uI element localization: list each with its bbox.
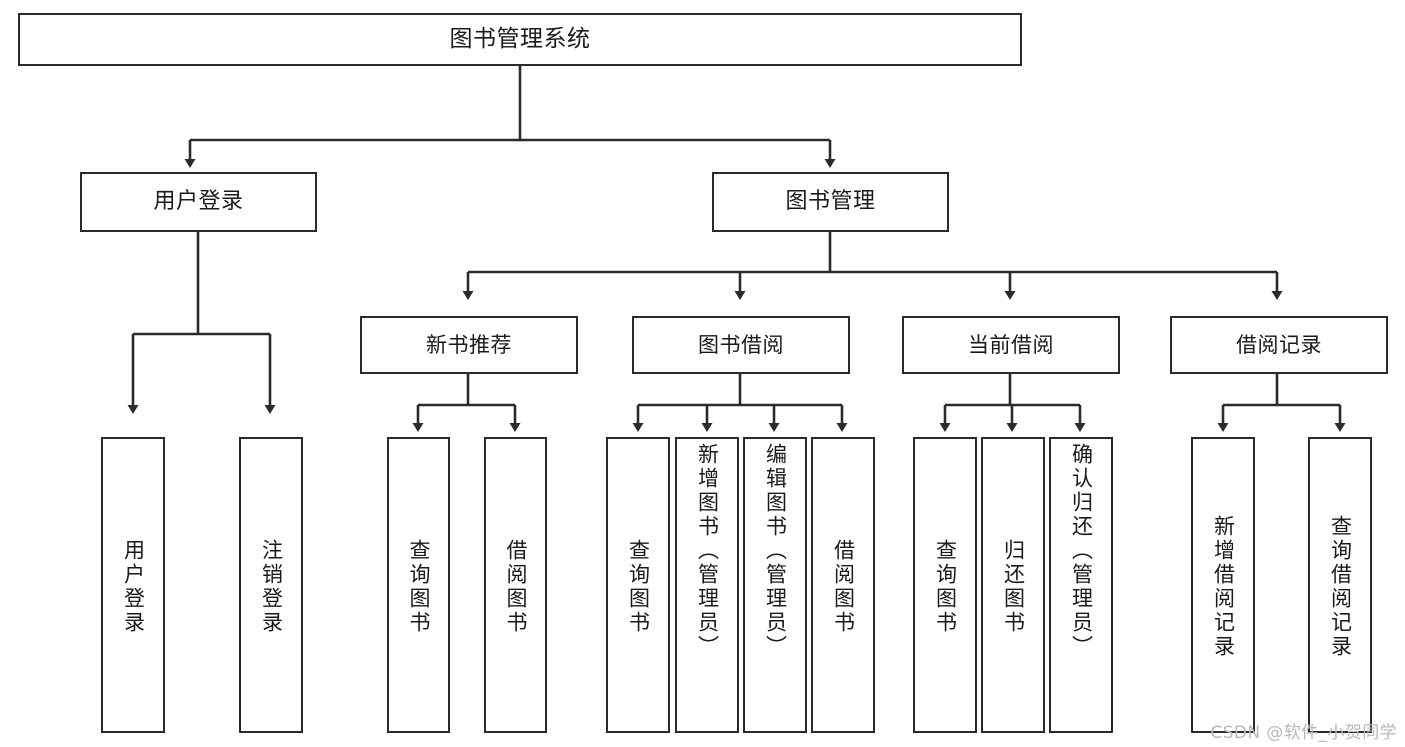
node-book-manage-label: 图书管理 — [785, 189, 876, 215]
leaf-borrow-book-2[interactable]: 借阅图书 — [811, 437, 875, 733]
leaf-borrow-book-1-label: 借阅图书 — [504, 539, 528, 635]
leaf-user-login[interactable]: 用户登录 — [101, 437, 165, 733]
node-user-login[interactable]: 用户登录 — [80, 172, 317, 232]
watermark: CSDN @软件_小贺同学 — [1210, 723, 1397, 743]
node-current-borrow-label: 当前借阅 — [968, 332, 1054, 357]
leaf-confirm-return-label: 确认归还（管理员） — [1069, 443, 1094, 659]
node-root-label: 图书管理系统 — [449, 25, 591, 52]
leaf-add-record[interactable]: 新增借阅记录 — [1191, 437, 1255, 733]
leaf-logout-label: 注销登录 — [259, 539, 284, 635]
leaf-query-book-1[interactable]: 查询图书 — [387, 437, 450, 733]
node-borrow-record[interactable]: 借阅记录 — [1170, 316, 1388, 374]
leaf-logout[interactable]: 注销登录 — [239, 437, 303, 733]
leaf-return-book-label: 归还图书 — [1001, 539, 1026, 635]
leaf-query-book-1-label: 查询图书 — [407, 539, 431, 635]
leaf-edit-book-label: 编辑图书（管理员） — [763, 443, 788, 659]
leaf-query-book-3[interactable]: 查询图书 — [913, 437, 977, 733]
leaf-edit-book[interactable]: 编辑图书（管理员） — [743, 437, 807, 733]
leaf-add-record-label: 新增借阅记录 — [1211, 515, 1236, 659]
node-user-login-label: 用户登录 — [153, 189, 244, 215]
leaf-query-book-2-label: 查询图书 — [626, 539, 651, 635]
node-book-borrow[interactable]: 图书借阅 — [632, 316, 850, 374]
leaf-borrow-book-2-label: 借阅图书 — [831, 539, 856, 635]
leaf-confirm-return[interactable]: 确认归还（管理员） — [1049, 437, 1113, 733]
node-root[interactable]: 图书管理系统 — [18, 13, 1022, 66]
leaf-query-record-label: 查询借阅记录 — [1328, 515, 1353, 659]
leaf-user-login-label: 用户登录 — [121, 539, 146, 635]
node-borrow-record-label: 借阅记录 — [1236, 332, 1322, 357]
node-book-manage[interactable]: 图书管理 — [712, 172, 949, 232]
node-current-borrow[interactable]: 当前借阅 — [902, 316, 1120, 374]
leaf-query-record[interactable]: 查询借阅记录 — [1308, 437, 1372, 733]
node-new-book-recommend-label: 新书推荐 — [426, 332, 512, 357]
leaf-query-book-2[interactable]: 查询图书 — [606, 437, 670, 733]
leaf-add-book[interactable]: 新增图书（管理员） — [675, 437, 739, 733]
leaf-query-book-3-label: 查询图书 — [933, 539, 958, 635]
leaf-add-book-label: 新增图书（管理员） — [695, 443, 720, 659]
leaf-return-book[interactable]: 归还图书 — [981, 437, 1045, 733]
node-new-book-recommend[interactable]: 新书推荐 — [360, 316, 578, 374]
node-book-borrow-label: 图书借阅 — [698, 332, 784, 357]
leaf-borrow-book-1[interactable]: 借阅图书 — [484, 437, 547, 733]
